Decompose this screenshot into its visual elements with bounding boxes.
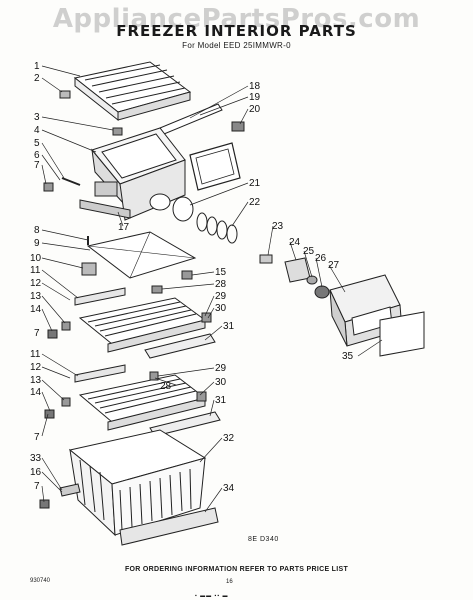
callout-label: 26 <box>315 253 327 264</box>
callout-label: 7 <box>34 481 40 492</box>
rod-part <box>159 103 223 135</box>
bracket-part <box>59 483 81 497</box>
callout-label: 9 <box>34 238 40 249</box>
callout-label: 13 <box>30 291 42 302</box>
screw-part <box>43 182 54 192</box>
clip-part <box>44 409 55 419</box>
callout-label: 7 <box>34 432 40 443</box>
callout-label: 7 <box>34 328 40 339</box>
clip-part <box>181 270 193 280</box>
callout-label: 30 <box>215 303 227 314</box>
callout-label: 10 <box>30 253 42 264</box>
spring-part <box>196 212 238 244</box>
callout-label: 11 <box>30 349 41 360</box>
callout-label: 16 <box>30 467 42 478</box>
page-title: FREEZER INTERIOR PARTS <box>116 22 357 40</box>
corner-code: 930740 <box>30 578 51 584</box>
callout-label: 22 <box>249 197 261 208</box>
clip-part <box>112 127 123 136</box>
callout-label: 7 <box>34 160 40 171</box>
nut-part <box>314 285 330 299</box>
upper-wire-shelf-part <box>74 287 216 359</box>
washer-part <box>306 275 318 285</box>
callout-label: 24 <box>289 237 301 248</box>
callout-label: 31 <box>215 395 227 406</box>
callout-label: 11 <box>30 265 41 276</box>
callout-label: 27 <box>328 260 340 271</box>
callout-label: 21 <box>249 178 261 189</box>
screw-part <box>61 177 81 186</box>
watermark: AppliancePartsPros.com <box>52 4 421 34</box>
auger-part <box>284 257 311 283</box>
diagram-code: 8E D340 <box>248 536 279 543</box>
clip-part <box>59 90 71 99</box>
gasket-frame-part <box>189 142 241 191</box>
callout-labels: 1 2 3 4 5 6 7 8 9 10 11 12 13 14 7 11 12… <box>30 61 354 494</box>
callout-label: 5 <box>34 138 40 149</box>
callout-label: 12 <box>30 362 42 373</box>
cover-plate-part <box>86 231 197 279</box>
shaft-part <box>259 254 273 264</box>
bracket-part <box>81 262 97 276</box>
callout-label: 1 <box>34 61 40 72</box>
callout-label: 34 <box>223 483 235 494</box>
lower-wire-shelf-part <box>74 364 221 437</box>
ordering-note: FOR ORDERING INFORMATION REFER TO PARTS … <box>124 566 349 573</box>
callout-label: 31 <box>223 321 235 332</box>
callout-label: 14 <box>30 304 42 315</box>
callout-label: 15 <box>215 267 227 278</box>
clip-part <box>151 285 163 294</box>
clip-part <box>61 397 71 407</box>
clip-part <box>39 499 50 509</box>
callout-label: 6 <box>34 150 40 161</box>
callout-label: 2 <box>34 73 40 84</box>
callout-label: 28 <box>215 279 227 290</box>
ice-bin-housing-part <box>91 127 186 221</box>
callout-label: 23 <box>272 221 284 232</box>
model-subtitle: For Model EED 25IMMWR-0 <box>182 41 291 50</box>
callout-label: 14 <box>30 387 42 398</box>
leader-lines <box>41 65 383 513</box>
clip-part <box>196 391 207 402</box>
callout-label: 29 <box>215 291 227 302</box>
callout-label: 19 <box>249 92 261 103</box>
ring-part <box>172 196 194 222</box>
clip-part <box>61 321 71 331</box>
callout-label: 13 <box>30 375 42 386</box>
bracket-strip-part <box>79 199 131 219</box>
callout-label: 29 <box>215 363 227 374</box>
callout-label: 33 <box>30 453 42 464</box>
callout-label: 28 <box>160 381 172 392</box>
bracket-part <box>231 121 245 132</box>
front-panel-part <box>379 311 425 357</box>
callout-label: 12 <box>30 278 42 289</box>
callout-label: 20 <box>249 104 261 115</box>
callout-label: 25 <box>303 246 315 257</box>
page-number: 16 <box>226 579 233 585</box>
callout-label: 17 <box>118 222 130 233</box>
callout-label: 18 <box>249 81 261 92</box>
clip-part <box>201 312 212 323</box>
callout-label: 30 <box>215 377 227 388</box>
top-shelf-part <box>73 61 192 122</box>
callout-label: 32 <box>223 433 235 444</box>
clip-part <box>47 329 58 339</box>
callout-label: 35 <box>342 351 354 362</box>
callout-label: 4 <box>34 125 40 136</box>
callout-label: 3 <box>34 112 40 123</box>
dispenser-housing-part <box>329 274 403 347</box>
basket-front-rail-part <box>119 507 219 546</box>
callout-label: 8 <box>34 225 40 236</box>
wire-basket-part <box>68 429 207 537</box>
footer-marks: ▪ ▬▬ ▪▪ ▬ <box>195 593 229 599</box>
